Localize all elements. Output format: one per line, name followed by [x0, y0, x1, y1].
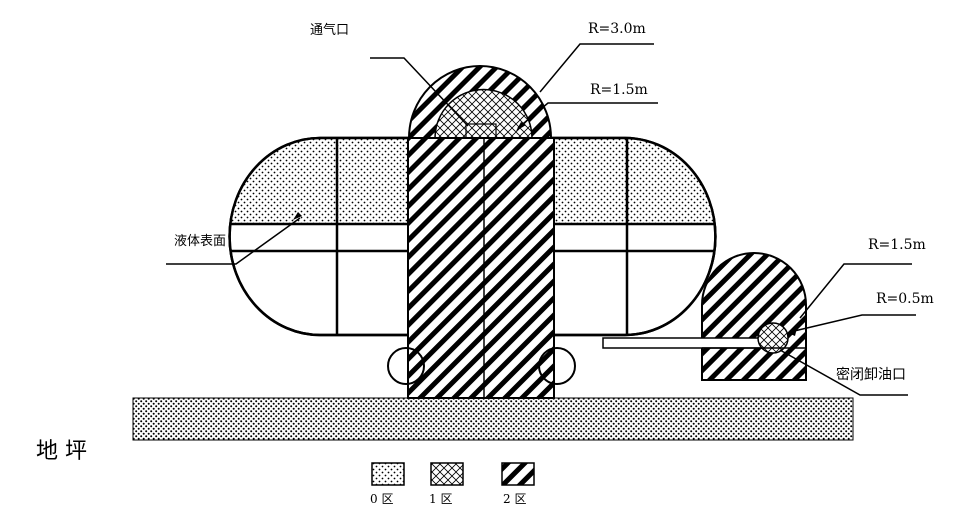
wheel-right — [538, 347, 576, 385]
zone2-outlet — [701, 252, 807, 381]
vent-pipe — [465, 123, 497, 139]
label-vent: 通气口 — [310, 22, 349, 38]
label-r05: R=0.5m — [876, 291, 934, 307]
label-r15-top: R=1.5m — [590, 82, 648, 98]
zone2-vertical-band — [407, 137, 555, 399]
legend-label-2: 2 区 — [503, 492, 526, 506]
wheel-left — [387, 347, 425, 385]
legend: 0 区 1 区 2 区 — [370, 462, 535, 506]
ground-strip — [132, 397, 854, 441]
legend-swatch-2 — [501, 462, 535, 486]
zone1-dome — [434, 88, 533, 139]
zone1-outlet — [757, 322, 789, 354]
label-r30: R=3.0m — [588, 21, 646, 37]
label-ground: 地 坪 — [36, 439, 87, 464]
legend-swatch-0 — [371, 462, 405, 486]
outlet-pipe — [602, 337, 779, 349]
legend-label-1: 1 区 — [429, 492, 452, 506]
legend-label-0: 0 区 — [370, 492, 393, 506]
legend-swatch-1 — [430, 462, 464, 486]
label-r15-right: R=1.5m — [868, 237, 926, 253]
leader-lines — [166, 43, 916, 396]
label-liquid-surface: 液体表面 — [174, 234, 226, 249]
label-sealed-outlet: 密闭卸油口 — [836, 366, 906, 383]
